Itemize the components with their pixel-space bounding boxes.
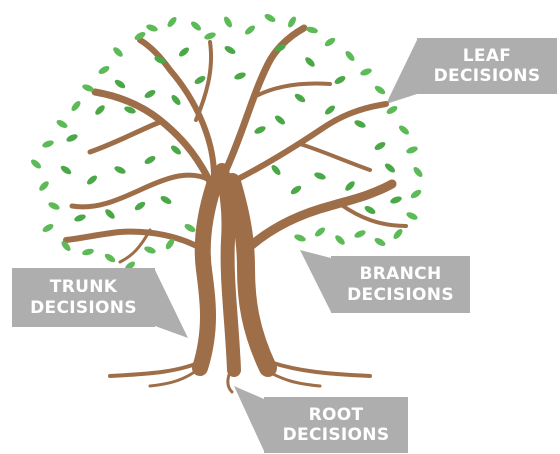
branch-label-line1: BRANCH: [359, 264, 442, 285]
root-pointer: [234, 386, 264, 451]
root-label-line1: ROOT: [308, 404, 364, 425]
branch-label-line2: DECISIONS: [347, 284, 454, 305]
root-decisions-label: ROOT DECISIONS: [264, 397, 408, 453]
trunk-pointer: [155, 270, 188, 338]
leaf-label-line1: LEAF: [462, 45, 512, 66]
leaf-label-line2: DECISIONS: [433, 66, 541, 86]
branch-decisions-label: BRANCH DECISIONS: [331, 256, 470, 313]
trunk-label-line1: TRUNK: [49, 277, 118, 298]
leaf-decisions-label: LEAF DECISIONS: [417, 38, 557, 94]
root-label-line2: DECISIONS: [282, 425, 390, 445]
trunk: [63, 24, 408, 377]
branch-pointer: [300, 250, 331, 312]
leaf-pointer: [386, 40, 417, 104]
trunk-decisions-label: TRUNK DECISIONS: [12, 268, 155, 327]
trunk-label-line2: DECISIONS: [30, 297, 137, 318]
foliage: [31, 14, 423, 271]
